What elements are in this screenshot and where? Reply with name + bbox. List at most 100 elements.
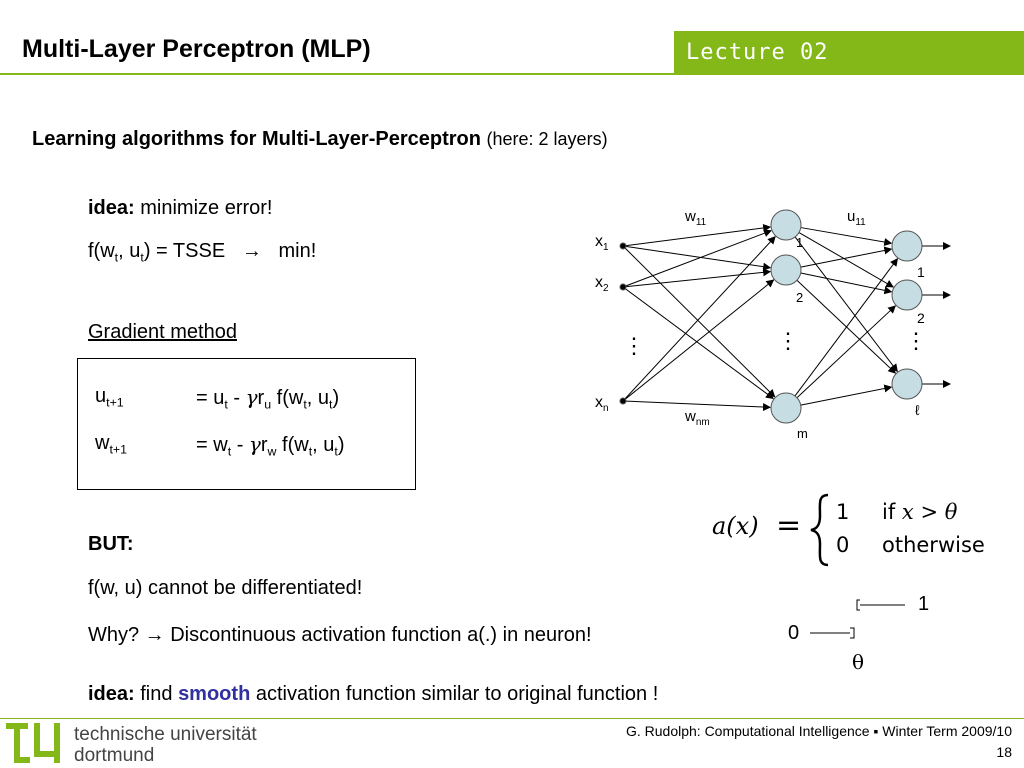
step-low-bracket [850, 627, 855, 639]
edge-input-0-hidden-0 [622, 223, 772, 247]
input-label-1: x2 [595, 274, 609, 294]
output-label-2: ℓ [915, 402, 920, 418]
network-nodes [619, 209, 923, 424]
objective-mid: , u [118, 240, 141, 262]
output-label-0: 1 [917, 264, 925, 280]
output-neuron-2 [891, 368, 923, 400]
nabla-sub: u [264, 397, 272, 412]
case1-inequality: x > θ [901, 500, 958, 524]
step-function-plot [810, 599, 905, 639]
objective-tail: ) = TSSE → min! [143, 240, 317, 262]
output-ellipsis: ⋮ [905, 328, 927, 353]
edge-hidden-1-output-1 [800, 272, 893, 295]
edge-input-1-hidden-1 [622, 268, 772, 288]
idea2-post: activation function similar to original … [255, 683, 659, 705]
edge-hidden-0-output-2 [794, 236, 898, 373]
step-threshold-label: θ [852, 650, 865, 674]
w-rhs-sub2: t [308, 444, 313, 459]
footer-rule [0, 718, 1024, 719]
network-edges [622, 223, 951, 412]
gradient-method-label: Gradient method [88, 321, 237, 343]
hidden-neuron-2 [770, 392, 802, 424]
activation-equals: = [776, 508, 802, 543]
output-neuron-1 [891, 279, 923, 311]
gamma-symbol-2: γ [248, 432, 261, 456]
input-label-0: x1 [595, 233, 609, 253]
edge-input-1-hidden-2 [622, 286, 774, 400]
w-rhs-sub3: t [334, 444, 338, 459]
case1-if: if [882, 500, 896, 524]
input-dot-1 [619, 283, 627, 291]
edge-input-2-hidden-2 [622, 400, 772, 412]
hidden-neuron-1 [770, 254, 802, 286]
w-minus: - [231, 434, 249, 456]
edge-input-2-hidden-0 [622, 236, 776, 402]
w-rhs-d: ) [337, 434, 345, 456]
step-high-bracket [856, 599, 860, 611]
u-rhs-sub: t [224, 397, 228, 412]
input-ellipsis: ⋮ [623, 333, 645, 358]
tu-logo-icon [6, 723, 60, 763]
hidden-neuron-0 [770, 209, 802, 241]
edge-hidden-1-output-0 [800, 246, 893, 268]
w-rhs-c: , u [312, 434, 335, 456]
edge-input-2-hidden-1 [622, 279, 775, 402]
u-update-rhs: = ut - γru f(wt, ut) [196, 385, 340, 412]
weight-wnm-label: wnm [684, 408, 710, 428]
w-rhs-b: f(w [276, 434, 309, 456]
idea-line-2: idea: find smooth activation function si… [88, 683, 658, 706]
weight-u11-label: u11 [847, 208, 866, 228]
objective-line: f(wt, ut) = TSSE → min! [88, 240, 317, 265]
university-name-line1: technische universität [74, 724, 257, 745]
case1-value: 1 [836, 500, 850, 524]
hidden-ellipsis: ⋮ [777, 328, 799, 353]
input-label-2: xn [595, 394, 609, 414]
lecture-label: Lecture 02 [686, 40, 829, 65]
smooth-emphasis: smooth [178, 683, 251, 705]
w-rhs-sub: t [227, 444, 232, 459]
w-symbol: w [95, 432, 110, 454]
update-rules-box [77, 358, 416, 490]
w-update-lhs: wt+1 [95, 432, 128, 457]
edge-hidden-2-output-0 [794, 258, 899, 397]
but-label: BUT: [88, 533, 134, 555]
edge-input-1-hidden-0 [622, 229, 772, 288]
edge-hidden-0-output-0 [800, 227, 893, 247]
objective-sub-t: t [114, 250, 119, 265]
idea2-label: idea: [88, 683, 135, 705]
hidden-label-1: 2 [796, 290, 803, 305]
input-dot-2 [619, 397, 627, 405]
output-label-1: 2 [917, 310, 925, 326]
u-rhs-a: = u [196, 387, 225, 409]
case1-condition: if x > θ [882, 500, 957, 524]
input-dot-0 [619, 242, 627, 250]
edge-input-0-hidden-2 [622, 245, 776, 398]
u-rhs-b: f(w [271, 387, 304, 409]
u-rhs-c: , u [306, 387, 330, 409]
w-lhs-sub: t+1 [109, 442, 128, 457]
hidden-label-2: m [797, 426, 808, 441]
u-rhs-d: ) [332, 387, 340, 409]
why-text: Why? → Discontinuous activation function… [88, 624, 592, 646]
activation-lhs: a(x) [712, 512, 759, 540]
title-underline [0, 73, 674, 75]
step-low-label: 0 [788, 622, 800, 644]
weight-w11-label: w11 [684, 208, 707, 228]
w-update-rhs: = wt - γrw f(wt, ut) [196, 432, 345, 459]
case2-condition: otherwise [882, 533, 985, 557]
gamma-symbol: γ [245, 385, 258, 409]
slide-title: Multi-Layer Perceptron (MLP) [22, 35, 371, 63]
idea-label: idea: [88, 197, 135, 219]
objective-sub-t2: t [140, 250, 144, 265]
page-number: 18 [996, 744, 1012, 760]
u-update-lhs: ut+1 [95, 385, 124, 410]
u-lhs-sub: t+1 [106, 395, 124, 410]
output-neuron-0 [891, 230, 923, 262]
nabla-symbol-2: r [260, 434, 268, 456]
w-rhs-a: = w [196, 434, 228, 456]
section-heading: Learning algorithms for Multi-Layer-Perc… [32, 128, 608, 151]
footer-citation: G. Rudolph: Computational Intelligence ▪… [625, 723, 1012, 739]
university-name-line2: dortmund [74, 745, 155, 766]
edge-hidden-2-output-1 [796, 305, 897, 399]
